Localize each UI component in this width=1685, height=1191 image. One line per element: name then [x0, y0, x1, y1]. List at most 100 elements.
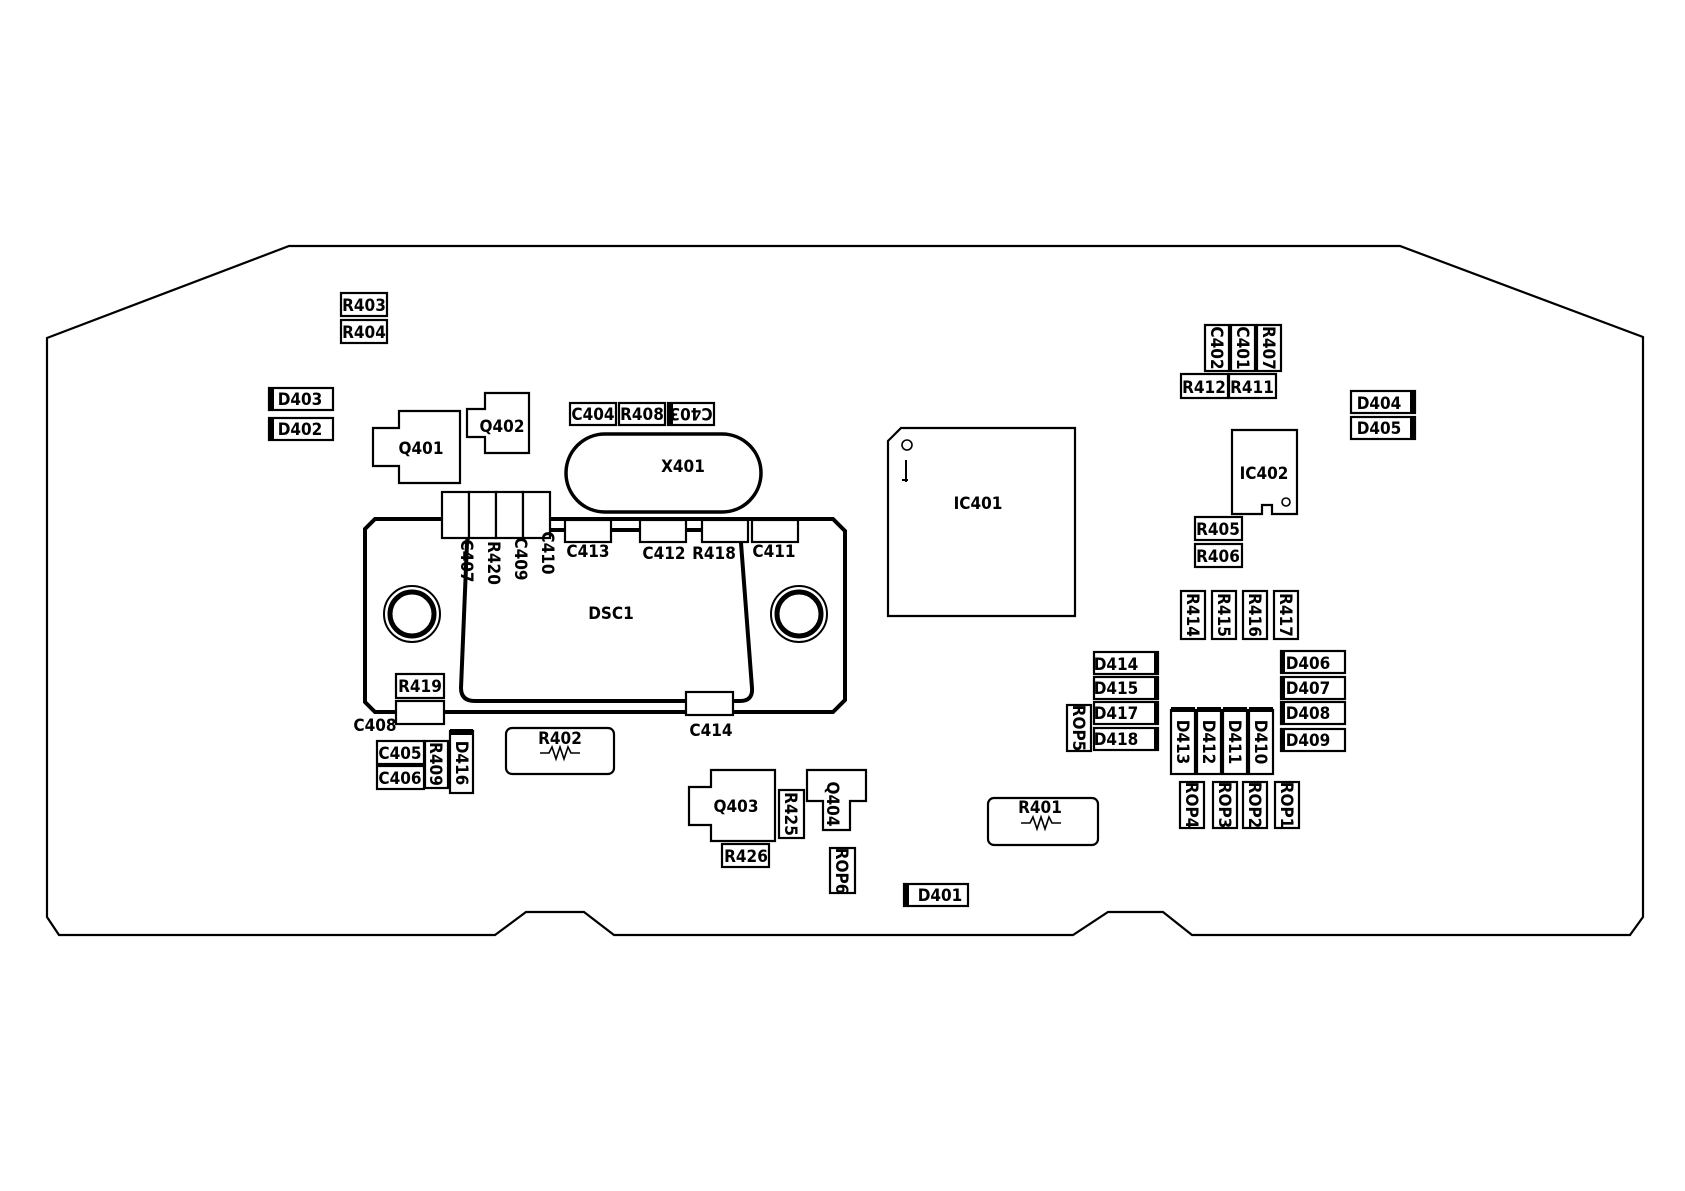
svg-text:C410: C410 — [537, 531, 557, 574]
svg-text:R414: R414 — [1182, 593, 1202, 637]
svg-text:D415: D415 — [1094, 679, 1139, 699]
resistor-r401: R401 — [986, 796, 1100, 847]
resistor-r414: R414 — [1179, 589, 1207, 641]
capacitor-c414: C414 — [684, 690, 735, 741]
svg-text:C412: C412 — [642, 544, 685, 564]
capacitor-c403: C403 — [666, 401, 716, 427]
resistor-r408: R408 — [617, 401, 667, 427]
resistor-r420: R420 — [467, 490, 503, 585]
svg-text:R425: R425 — [780, 792, 800, 836]
svg-text:D416: D416 — [451, 741, 471, 786]
svg-text:R426: R426 — [724, 847, 768, 867]
svg-text:R408: R408 — [620, 405, 664, 425]
transistor-q402: Q402 — [465, 391, 531, 455]
svg-text:D401: D401 — [918, 886, 963, 906]
resistor-r418: R418 — [692, 518, 750, 564]
resistor-rop2: ROP2 — [1241, 780, 1269, 830]
diode-d416: D416 — [448, 729, 475, 795]
svg-text:C411: C411 — [752, 542, 795, 562]
diode-d408: D408 — [1279, 700, 1347, 726]
svg-text:R415: R415 — [1213, 593, 1233, 637]
capacitor-c408: C408 — [353, 699, 446, 736]
svg-text:C408: C408 — [353, 716, 396, 736]
resistor-rop6: ROP6 — [828, 846, 857, 895]
transistor-q404: Q404 — [805, 768, 868, 832]
svg-text:C401: C401 — [1232, 326, 1252, 369]
svg-text:D403: D403 — [278, 390, 323, 410]
svg-text:R411: R411 — [1230, 378, 1274, 398]
svg-text:ROP5: ROP5 — [1068, 705, 1088, 752]
svg-text:R419: R419 — [398, 677, 442, 697]
svg-text:C403: C403 — [669, 403, 712, 423]
capacitor-c412: C412 — [638, 518, 688, 564]
svg-text:R418: R418 — [692, 544, 736, 564]
svg-text:ROP3: ROP3 — [1214, 782, 1234, 829]
transistor-q401: Q401 — [371, 409, 462, 485]
svg-text:C406: C406 — [378, 769, 421, 789]
svg-text:R417: R417 — [1275, 593, 1295, 637]
svg-text:Q404: Q404 — [822, 782, 842, 827]
svg-text:D408: D408 — [1286, 704, 1331, 724]
svg-text:ROP1: ROP1 — [1276, 782, 1296, 829]
svg-text:ROP2: ROP2 — [1244, 782, 1264, 829]
capacitor-c402: C402 — [1203, 323, 1231, 373]
svg-text:IC401: IC401 — [954, 494, 1003, 514]
diode-d407: D407 — [1279, 675, 1347, 701]
resistor-r411: R411 — [1227, 372, 1278, 400]
diode-d415: D415 — [1092, 675, 1160, 701]
resistor-r417: R417 — [1272, 589, 1300, 641]
resistor-rop4: ROP4 — [1178, 780, 1206, 830]
svg-text:Q403: Q403 — [714, 797, 759, 817]
svg-text:R407: R407 — [1258, 326, 1278, 370]
diode-d411: D411 — [1221, 707, 1249, 776]
resistor-r416: R416 — [1241, 589, 1269, 641]
resistor-r419: R419 — [394, 672, 446, 700]
transistor-q403: Q403 — [687, 768, 777, 843]
diode-d417: D417 — [1092, 700, 1160, 726]
svg-text:R409: R409 — [425, 742, 445, 786]
capacitor-c410: C410 — [521, 490, 557, 575]
svg-text:R420: R420 — [483, 541, 503, 585]
resistor-r412: R412 — [1179, 372, 1230, 400]
capacitor-c405: C405 — [375, 739, 426, 766]
capacitor-c413: C413 — [563, 518, 613, 562]
svg-text:R402: R402 — [538, 729, 582, 749]
diode-d412: D412 — [1195, 707, 1223, 776]
resistor-r403: R403 — [339, 291, 389, 318]
svg-text:R406: R406 — [1196, 547, 1240, 567]
svg-text:D418: D418 — [1094, 730, 1139, 750]
svg-text:C413: C413 — [566, 542, 609, 562]
svg-text:D405: D405 — [1357, 419, 1402, 439]
capacitor-c401: C401 — [1229, 323, 1257, 373]
resistor-r425: R425 — [777, 788, 806, 840]
svg-text:D412: D412 — [1198, 720, 1218, 765]
diode-d404: D404 — [1349, 389, 1417, 415]
diode-d403: D403 — [267, 386, 335, 412]
svg-text:R416: R416 — [1244, 593, 1264, 637]
svg-text:ROP6: ROP6 — [831, 848, 851, 895]
capacitor-c407: C407 — [440, 490, 476, 583]
resistor-r406: R406 — [1193, 542, 1244, 569]
svg-text:D413: D413 — [1172, 720, 1192, 765]
diode-d414: D414 — [1092, 650, 1160, 676]
svg-text:D417: D417 — [1094, 704, 1139, 724]
diode-d405: D405 — [1349, 415, 1417, 441]
diode-d402: D402 — [267, 416, 335, 442]
resistor-r404: R404 — [339, 318, 389, 345]
svg-text:D406: D406 — [1286, 654, 1331, 674]
diode-d401: D401 — [902, 882, 970, 908]
svg-text:C414: C414 — [689, 721, 732, 741]
svg-text:D410: D410 — [1250, 720, 1270, 765]
svg-text:DSC1: DSC1 — [588, 604, 634, 624]
resistor-r402: R402 — [504, 726, 616, 776]
mounting-hole-left — [383, 585, 441, 643]
svg-text:C407: C407 — [456, 539, 476, 582]
capacitor-c406: C406 — [375, 764, 426, 791]
svg-text:Q402: Q402 — [480, 417, 525, 437]
svg-text:R403: R403 — [342, 296, 386, 316]
svg-text:C404: C404 — [571, 405, 614, 425]
svg-text:Q401: Q401 — [399, 439, 444, 459]
diode-d406: D406 — [1279, 649, 1347, 675]
svg-text:D402: D402 — [278, 420, 323, 440]
